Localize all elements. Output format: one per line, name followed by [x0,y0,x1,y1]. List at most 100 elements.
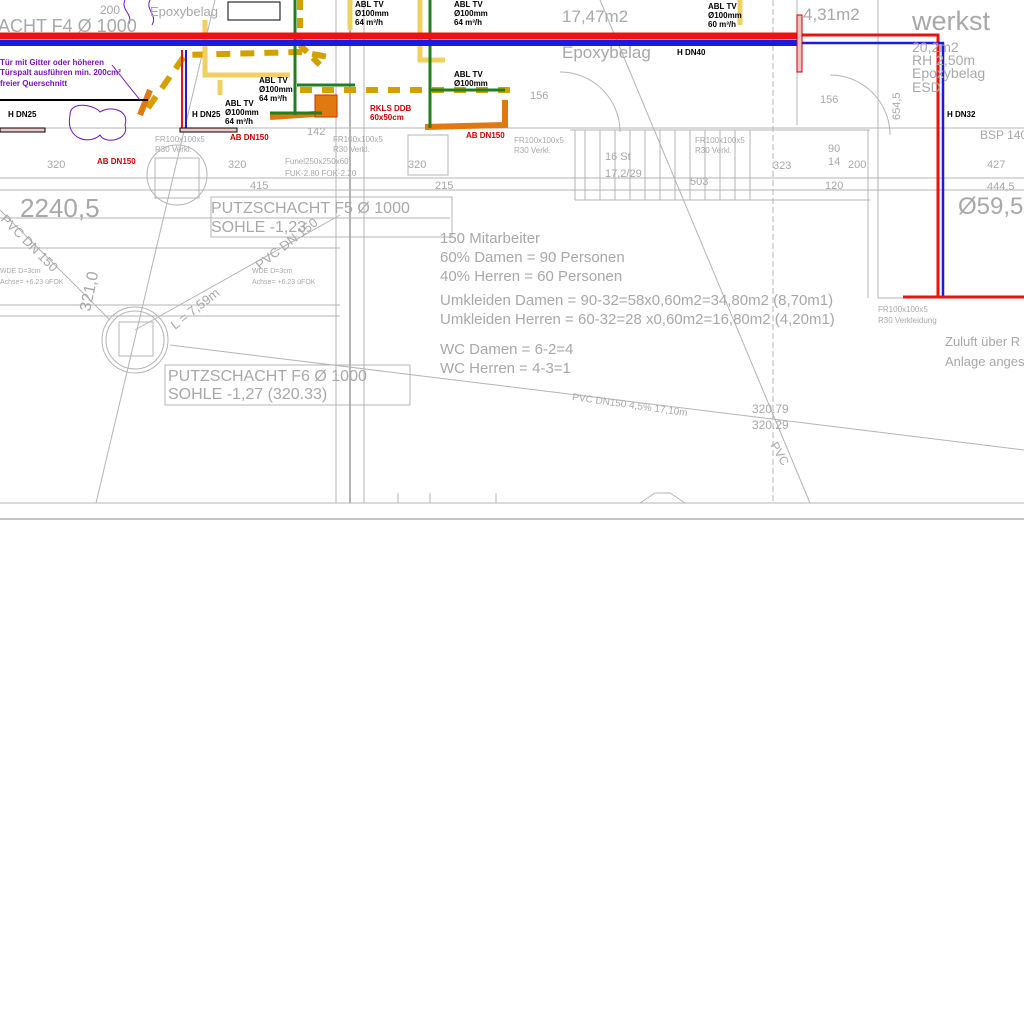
svg-text:150 Mitarbeiter: 150 Mitarbeiter [440,230,540,247]
svg-text:320: 320 [47,159,65,171]
shaft-labels: PUTZSCHACHT F5 Ø 1000 SOHLE -1,23 PUTZSC… [168,200,410,403]
svg-text:60% Damen = 90 Personen: 60% Damen = 90 Personen [440,249,625,266]
dimension-labels: 320 320 320 415 215 503 120 323 16 St 17… [20,90,1024,223]
svg-text:ABL TV: ABL TV [454,0,483,9]
svg-text:4,31m2: 4,31m2 [803,5,860,24]
svg-text:Zuluft über R: Zuluft über R [945,334,1020,349]
svg-text:freier Querschnitt: freier Querschnitt [0,79,67,88]
svg-text:H DN40: H DN40 [677,48,706,57]
svg-text:444,5: 444,5 [987,181,1015,193]
svg-text:320: 320 [408,159,426,171]
svg-text:Epoxybelag: Epoxybelag [562,43,651,62]
svg-text:H DN25: H DN25 [192,110,221,119]
svg-text:323: 323 [773,160,791,172]
svg-text:Ø100mm: Ø100mm [225,108,259,117]
svg-text:PUTZSCHACHT F6 Ø 1000: PUTZSCHACHT F6 Ø 1000 [168,368,367,385]
svg-text:156: 156 [530,90,548,102]
svg-text:PUTZSCHACHT F5 Ø 1000: PUTZSCHACHT F5 Ø 1000 [211,200,410,217]
svg-text:Tür mit Gitter oder höheren: Tür mit Gitter oder höheren [0,58,104,67]
heating-pipe-labels: H DN40 H DN32 H DN25 H DN25 [8,48,976,119]
svg-text:FR100x100x5: FR100x100x5 [514,136,564,145]
svg-text:17,47m2: 17,47m2 [562,7,628,26]
svg-text:200: 200 [100,3,120,17]
svg-text:ABL TV: ABL TV [225,99,254,108]
svg-text:ABL TV: ABL TV [454,70,483,79]
svg-text:Ø100mm: Ø100mm [708,11,742,20]
svg-text:60 m³/h: 60 m³/h [708,20,736,29]
drain-labels: AB DN150 AB DN150 AB DN150 RKLS DDB 60x5… [97,104,505,166]
svg-text:ABL TV: ABL TV [259,76,288,85]
svg-text:Epoxybelag: Epoxybelag [912,65,985,81]
svg-text:FR100x100x5: FR100x100x5 [155,135,205,144]
svg-text:AB DN150: AB DN150 [230,133,269,142]
svg-text:AB DN150: AB DN150 [97,157,136,166]
svg-text:427: 427 [987,159,1005,171]
svg-text:R30 Verkl.: R30 Verkl. [514,146,551,155]
svg-text:ABL TV: ABL TV [355,0,384,9]
svg-text:werkst: werkst [911,6,991,36]
svg-text:ESD: ESD [912,79,941,95]
svg-text:Epoxybelag: Epoxybelag [150,4,218,19]
svg-text:Ø100mm: Ø100mm [355,9,389,18]
svg-text:Achse= +6.23 üFOK: Achse= +6.23 üFOK [0,279,64,286]
svg-text:321,0: 321,0 [77,270,102,313]
stair-treads [570,129,870,200]
svg-text:BSP 140: BSP 140 [980,128,1024,142]
drain-pipes [137,88,508,130]
svg-text:R30 Verkl.: R30 Verkl. [155,145,192,154]
funnel-label: Funel250x250x60 FUK-2.80 FOK-2.20 [285,157,357,178]
svg-text:Ø100mm: Ø100mm [454,79,488,88]
svg-text:17,2/29: 17,2/29 [605,168,642,180]
svg-text:156: 156 [820,94,838,106]
svg-text:Türspalt ausführen min. 200cm²: Türspalt ausführen min. 200cm² [0,68,121,77]
svg-text:AB DN150: AB DN150 [466,131,505,140]
svg-text:WDE D=3cm: WDE D=3cm [0,268,41,275]
svg-text:320.79: 320.79 [752,402,789,416]
svg-text:FR100x100x5: FR100x100x5 [695,136,745,145]
supply-air-note: Zuluft über R Anlage anges [945,334,1024,369]
svg-text:2240,5: 2240,5 [20,193,100,223]
svg-text:415: 415 [250,180,268,192]
svg-text:14: 14 [828,156,840,168]
svg-text:64 m³/h: 64 m³/h [225,117,253,126]
svg-text:90: 90 [828,143,840,155]
svg-text:H DN25: H DN25 [8,110,37,119]
svg-text:H DN32: H DN32 [947,110,976,119]
svg-text:Umkleiden Damen = 90-32=58x0,6: Umkleiden Damen = 90-32=58x0,60m2=34,80m… [440,292,833,309]
ventilation-risers [270,0,505,128]
svg-text:ACHT F4 Ø 1000: ACHT F4 Ø 1000 [0,16,137,36]
svg-text:WC Herren = 4-3=1: WC Herren = 4-3=1 [440,360,571,377]
svg-text:320.29: 320.29 [752,418,789,432]
svg-text:R30 Verkl.: R30 Verkl. [333,145,370,154]
svg-text:64 m³/h: 64 m³/h [259,94,287,103]
svg-text:60x50cm: 60x50cm [370,113,404,122]
room-labels: ACHT F4 Ø 1000 200 Epoxybelag 17,47m2 Ep… [0,3,991,95]
svg-text:FUK-2.80 FOK-2.20: FUK-2.80 FOK-2.20 [285,169,357,178]
svg-text:ABL TV: ABL TV [708,2,737,11]
heating-pipes [0,14,1024,299]
svg-text:20,2m2: 20,2m2 [912,39,959,55]
svg-text:Umkleiden Herren = 60-32=28 x0: Umkleiden Herren = 60-32=28 x0,60m2=16,8… [440,311,835,328]
svg-text:SOHLE -1,23: SOHLE -1,23 [211,219,306,236]
svg-text:Funel250x250x60: Funel250x250x60 [285,157,349,166]
svg-text:654,5: 654,5 [891,92,903,120]
svg-text:R30 Verkl.: R30 Verkl. [695,146,732,155]
svg-text:200: 200 [848,159,866,171]
svg-text:503: 503 [690,176,708,188]
svg-text:320: 320 [228,159,246,171]
door-ventilation-note: Tür mit Gitter oder höheren Türspalt aus… [0,58,121,88]
svg-text:16 St: 16 St [605,151,631,163]
pipe-loop-outline [68,0,155,141]
svg-text:142: 142 [307,126,325,138]
svg-text:64 m³/h: 64 m³/h [454,18,482,27]
svg-text:WDE D=3cm: WDE D=3cm [252,268,293,275]
exhaust-ducts [145,0,743,110]
svg-text:RKLS DDB: RKLS DDB [370,104,412,113]
svg-text:Ø59,5: Ø59,5 [958,193,1023,220]
svg-text:PVC: PVC [767,440,792,469]
svg-text:Achse= +6.23 üFOK: Achse= +6.23 üFOK [252,279,316,286]
